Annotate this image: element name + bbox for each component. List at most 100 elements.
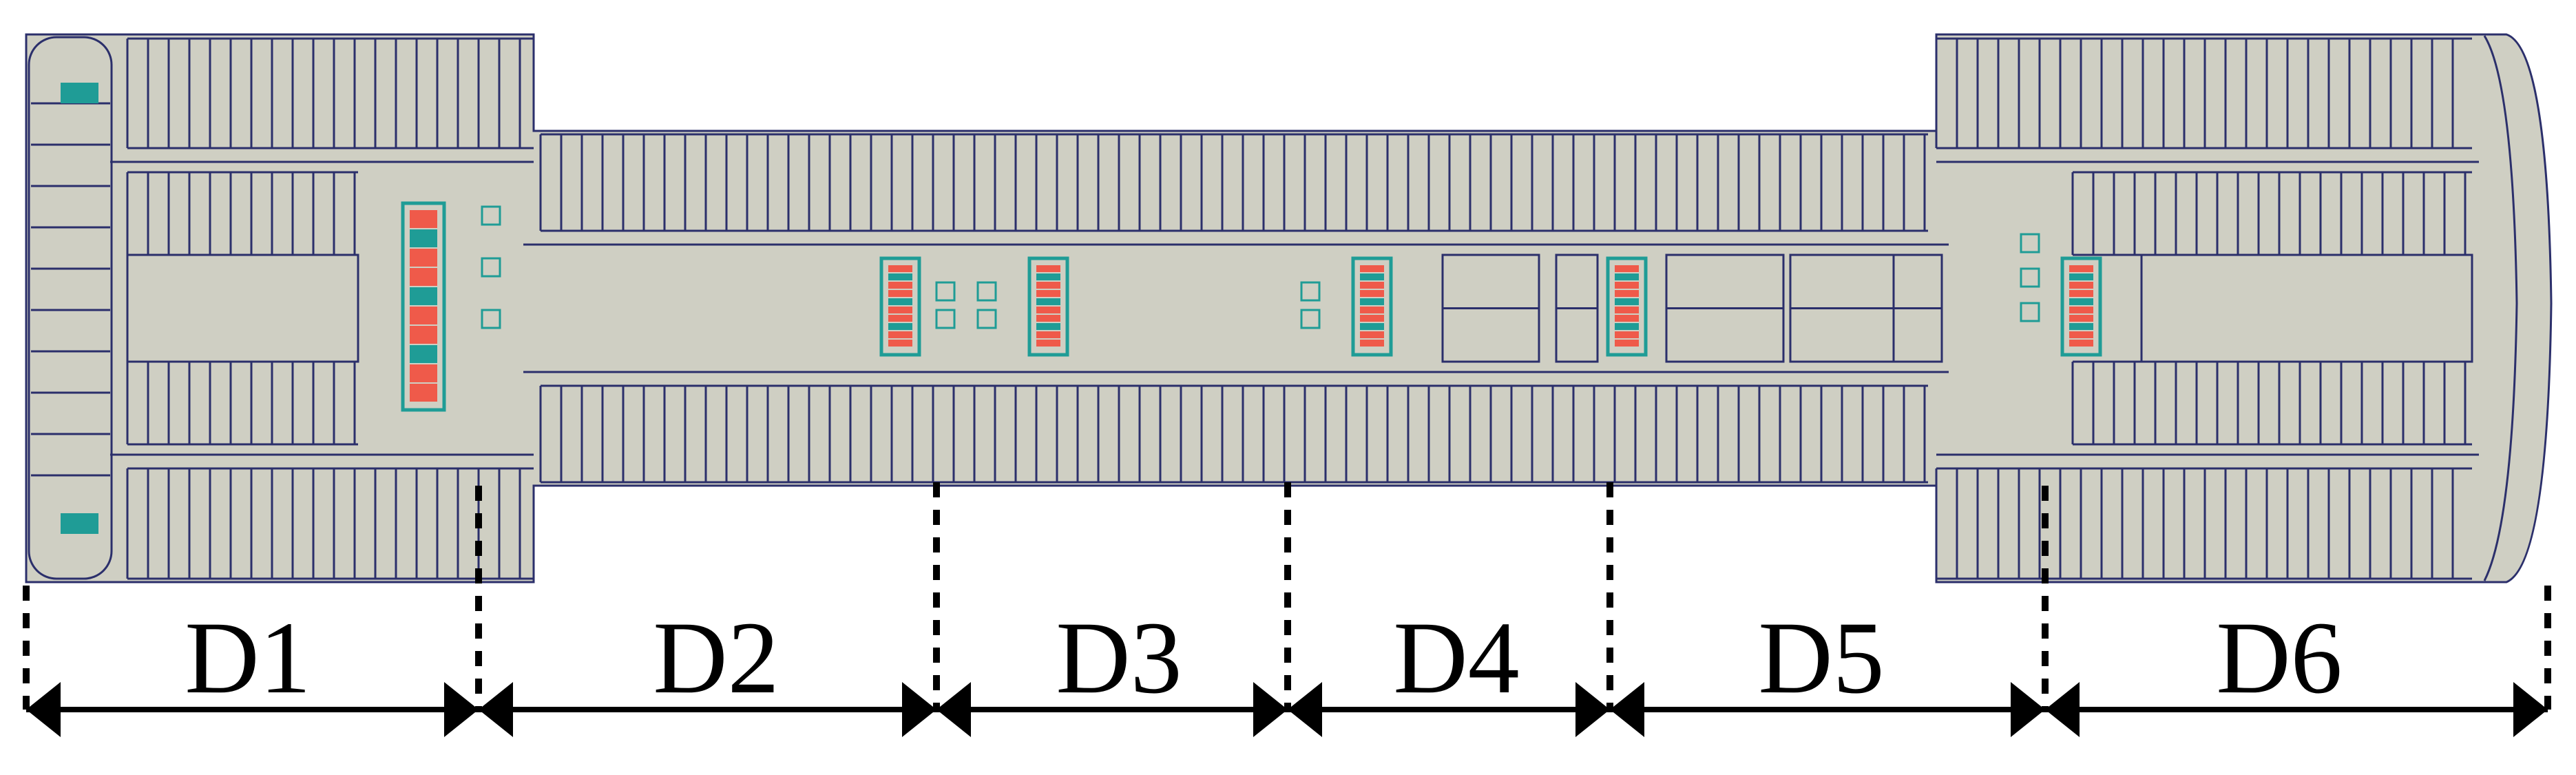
lift-box [2020, 233, 2040, 254]
stairwell-d5-step [1615, 340, 1639, 347]
zone-label-d1: D1 [185, 601, 311, 715]
stairwell-d4-step [1360, 298, 1384, 305]
lift-box [2020, 267, 2040, 288]
stairwell-aft-step [410, 268, 437, 286]
stairwell-aft-step [410, 287, 437, 305]
stairwell-d2-step [888, 307, 912, 313]
lift-box [1300, 281, 1321, 302]
stairwell-d3-frame [1027, 256, 1069, 357]
stern-block [28, 36, 113, 580]
zone-label-d5: D5 [1758, 601, 1885, 715]
stairwell-fwd-step [2069, 307, 2093, 313]
stairwell-fwd-step [2069, 265, 2093, 272]
arrowhead-left [936, 682, 971, 737]
stairwell-aft-step [410, 364, 437, 382]
lift-box [1300, 309, 1321, 329]
stairwell-d2-step [888, 315, 912, 322]
bow-curve [2483, 35, 2518, 581]
arrowhead-left [2045, 682, 2080, 737]
stairwell-d5-step [1615, 331, 1639, 338]
stairwell-fwd-step [2069, 290, 2093, 297]
stairwell-d2-step [888, 282, 912, 289]
arrowhead-right [902, 682, 936, 737]
stairwell-d4-step [1360, 307, 1384, 313]
stairwell-d3-step [1036, 340, 1060, 347]
stairwell-fwd-step [2069, 273, 2093, 280]
stairwell-d4-step [1360, 340, 1384, 347]
stairwell-aft-step [410, 210, 437, 228]
stairwell-fwd-step [2069, 331, 2093, 338]
zone-label-d6: D6 [2216, 601, 2343, 715]
stairwell-d2-step [888, 340, 912, 347]
stairwell-d5-frame [1606, 256, 1648, 357]
stairwell-aft-step [410, 229, 437, 247]
stairwell-d2-frame [879, 256, 921, 357]
stairwell-d4-step [1360, 331, 1384, 338]
stairwell-d5-step [1615, 315, 1639, 322]
stairwell-aft-frame [401, 201, 446, 412]
liferaft-aft-bottom [61, 513, 98, 534]
fwd-hall [2140, 254, 2473, 363]
stairwell-aft-step [410, 326, 437, 344]
arrowhead-left [479, 682, 513, 737]
lift-box [976, 309, 997, 329]
lift-box [481, 257, 501, 278]
stairwell-d5-step [1615, 273, 1639, 280]
lift-box [481, 205, 501, 226]
stairwell-d2-step [888, 331, 912, 338]
arrowhead-right [444, 682, 479, 737]
stairwell-d4-step [1360, 315, 1384, 322]
zone-dimension-lines [23, 482, 2551, 737]
stairwell-d4-step [1360, 323, 1384, 330]
stairwell-d3-step [1036, 315, 1060, 322]
stairwell-fwd-step [2069, 323, 2093, 330]
stairwell-d3-step [1036, 290, 1060, 297]
zone-label-d3: D3 [1056, 601, 1182, 715]
zone-label-d4: D4 [1393, 601, 1520, 715]
stairwell-d2-step [888, 265, 912, 272]
stairwell-d2-step [888, 290, 912, 297]
stairwell-d3-step [1036, 307, 1060, 313]
stairwell-fwd-step [2069, 315, 2093, 322]
stairwell-aft-step [410, 307, 437, 324]
stairwell-d3-step [1036, 323, 1060, 330]
deck-outline [25, 33, 2553, 583]
stairwell-d4-step [1360, 265, 1384, 272]
stairwell-d2-step [888, 298, 912, 305]
stairwell-d2-step [888, 323, 912, 330]
stairwell-fwd-step [2069, 298, 2093, 305]
arrowhead-right [2513, 682, 2548, 737]
stairwell-d2-step [888, 273, 912, 280]
arrowhead-right [1575, 682, 1610, 737]
stairwell-aft-step [410, 384, 437, 402]
stairwell-d5-step [1615, 298, 1639, 305]
stairwell-d3-step [1036, 282, 1060, 289]
arrowhead-left [26, 682, 61, 737]
stairwell-d5-step [1615, 265, 1639, 272]
stairwell-d3-step [1036, 265, 1060, 272]
arrowhead-right [1253, 682, 1288, 737]
stairwell-aft-step [410, 249, 437, 267]
stairwell-d3-step [1036, 331, 1060, 338]
arrowhead-right [2011, 682, 2045, 737]
arrowhead-left [1288, 682, 1322, 737]
stairwell-d3-step [1036, 298, 1060, 305]
stairwell-d4-frame [1351, 256, 1393, 357]
stairwell-d5-step [1615, 290, 1639, 297]
arrowhead-left [1610, 682, 1644, 737]
stairwell-fwd-step [2069, 340, 2093, 347]
corridor-lines [110, 161, 2479, 456]
lift-box [935, 309, 956, 329]
stairwell-aft-step [410, 345, 437, 363]
stairwell-d4-step [1360, 273, 1384, 280]
stairwells [61, 83, 2102, 534]
stairwell-d4-step [1360, 282, 1384, 289]
stairwell-d3-step [1036, 273, 1060, 280]
stairwell-d5-step [1615, 323, 1639, 330]
zone-label-d2: D2 [653, 601, 779, 715]
lift-box [481, 309, 501, 329]
lift-box [976, 281, 997, 302]
stairwell-d5-step [1615, 282, 1639, 289]
liferaft-aft-top [61, 83, 98, 103]
